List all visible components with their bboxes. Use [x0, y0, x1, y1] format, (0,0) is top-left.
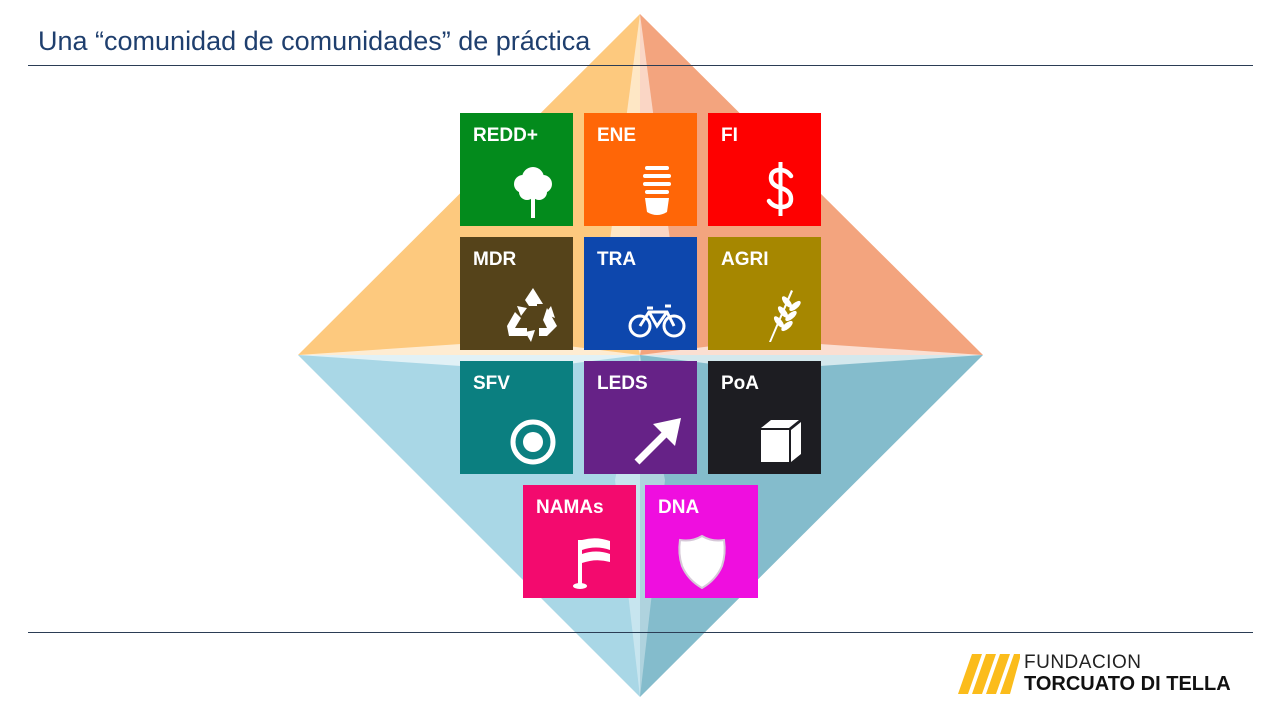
tile-label: LEDS [597, 373, 648, 394]
tile-namas[interactable]: NAMAs [523, 485, 636, 598]
slide-title: Una “comunidad de comunidades” de prácti… [38, 26, 591, 56]
tile-ene[interactable]: ENE [584, 113, 697, 226]
tile-leds[interactable]: LEDS [584, 361, 697, 474]
bottom-divider [28, 632, 1253, 633]
tile-label: REDD+ [473, 125, 538, 146]
tree-icon [503, 160, 563, 220]
tile-label: ENE [597, 125, 637, 146]
logo-line1: FUNDACION [1024, 652, 1142, 673]
dollar-icon [751, 160, 811, 220]
tile-poa[interactable]: PoA [708, 361, 821, 474]
tile-label: SFV [473, 373, 510, 394]
bicycle-icon [627, 284, 687, 344]
wheat-icon [751, 284, 811, 344]
target-icon [503, 408, 563, 468]
tile-mdr[interactable]: MDR [460, 237, 573, 350]
tile-label: NAMAs [536, 497, 604, 518]
tile-label: TRA [597, 249, 637, 270]
top-divider [28, 65, 1253, 66]
flag-icon [566, 532, 626, 592]
lightbulb-icon [627, 160, 687, 220]
tile-label: FI [721, 125, 738, 146]
tile-fi[interactable]: FI [708, 113, 821, 226]
arrow-up-right-icon [627, 408, 687, 468]
recycle-icon [503, 284, 563, 344]
tile-dna[interactable]: DNA [645, 485, 758, 598]
tile-label: DNA [658, 497, 700, 518]
tile-agri[interactable]: AGRI [708, 237, 821, 350]
tile-label: PoA [721, 373, 759, 394]
tile-redd[interactable]: REDD+ [460, 113, 573, 226]
tile-label: AGRI [721, 249, 769, 270]
shield-icon [672, 532, 732, 592]
tile-tra[interactable]: TRA [584, 237, 697, 350]
logo-line2: TORCUATO DI TELLA [1024, 673, 1231, 695]
tile-sfv[interactable]: SFV [460, 361, 573, 474]
box-icon [751, 408, 811, 468]
tile-label: MDR [473, 249, 517, 270]
logo-stripes-icon [958, 654, 1020, 694]
